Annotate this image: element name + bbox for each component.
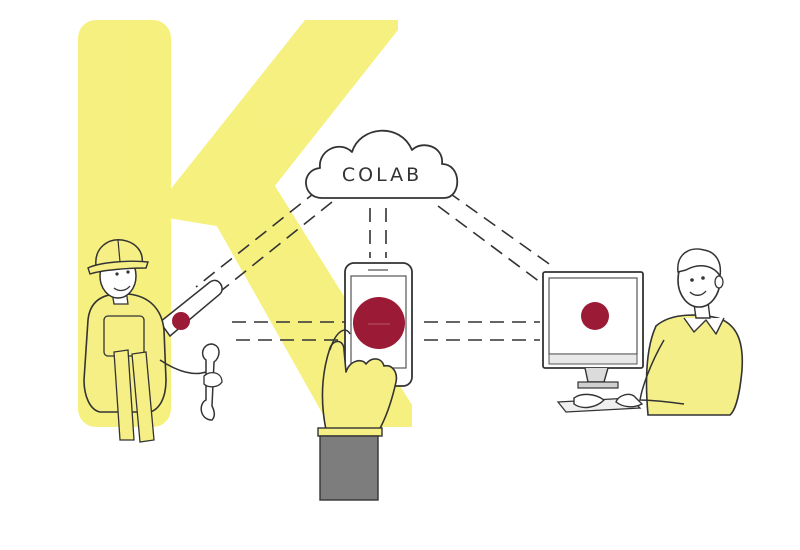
sleeve xyxy=(319,435,379,501)
phone-icon xyxy=(344,262,413,387)
office-person xyxy=(573,248,744,416)
screen-button-icon[interactable] xyxy=(581,302,609,330)
hand-icon xyxy=(317,329,398,501)
tube-button-icon[interactable] xyxy=(172,312,190,330)
connection-lines xyxy=(195,189,553,341)
cloud-icon: COLAB xyxy=(305,129,459,199)
monitor-icon xyxy=(542,271,644,413)
red-button-icon[interactable] xyxy=(353,297,405,349)
wrench-icon xyxy=(200,343,223,421)
worker-person xyxy=(83,239,223,443)
cloud-label: COLAB xyxy=(342,164,422,186)
